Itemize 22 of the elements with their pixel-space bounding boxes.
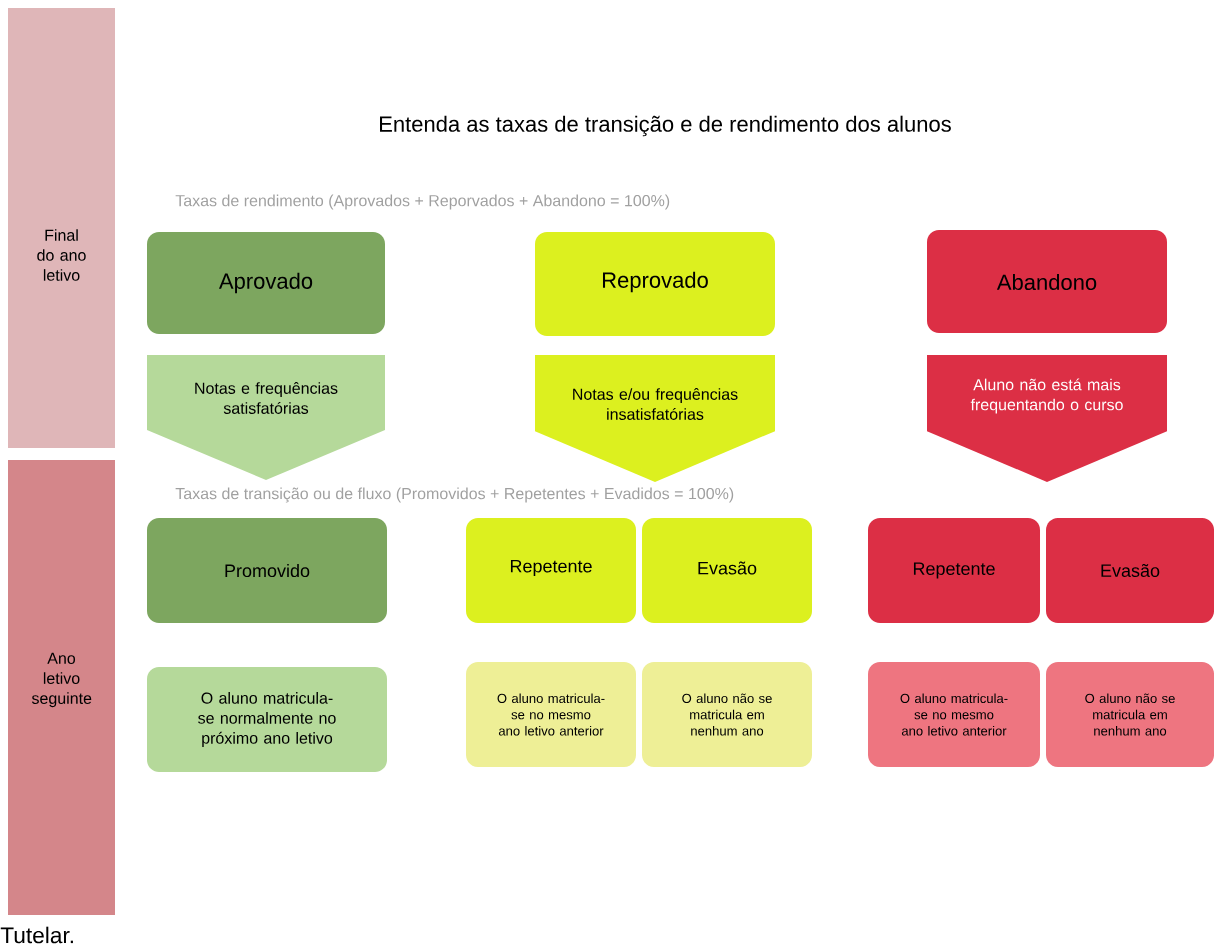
- rounded-box: Aprovado: [147, 232, 385, 334]
- rounded-box: Evasão: [642, 518, 812, 623]
- rounded-box: O aluno matricula-se no mesmo ano letivo anterior: [868, 662, 1040, 767]
- rounded-box: O aluno matricula-se no mesmo ano letivo anterior: [466, 662, 636, 767]
- timeline-band: Final do ano letivo: [8, 8, 115, 448]
- rounded-box: O aluno não se matricula em nenhum ano: [642, 662, 812, 767]
- timeline-band: Ano letivo seguinte: [8, 460, 115, 915]
- section-heading: Taxas de rendimento (Aprovados + Reporvados + Abandono = 100%): [175, 194, 670, 210]
- pentagon-box: Notas e/ou frequências insatisfatórias: [535, 355, 775, 482]
- caption: Tutelar.: [0, 926, 73, 944]
- pentagon-box: Notas e frequências satisfatórias: [147, 355, 385, 480]
- rounded-box: Evasão: [1046, 518, 1214, 623]
- rounded-box: Repetente: [868, 518, 1040, 623]
- rounded-box: Promovido: [147, 518, 387, 623]
- title: Entenda as taxas de transição e de rendimento dos alunos: [380, 115, 951, 137]
- rounded-box: Reprovado: [535, 232, 775, 336]
- rounded-box: O aluno matricula-se normalmente no próximo ano letivo: [147, 667, 387, 772]
- rounded-box: O aluno não se matricula em nenhum ano: [1046, 662, 1214, 767]
- pentagon-box: Aluno não está mais frequentando o curso: [927, 355, 1167, 482]
- rounded-box: Abandono: [927, 230, 1167, 333]
- rounded-box: Repetente: [466, 518, 636, 623]
- section-heading: Taxas de transição ou de fluxo (Promovidos + Repetentes + Evadidos = 100%): [175, 487, 734, 503]
